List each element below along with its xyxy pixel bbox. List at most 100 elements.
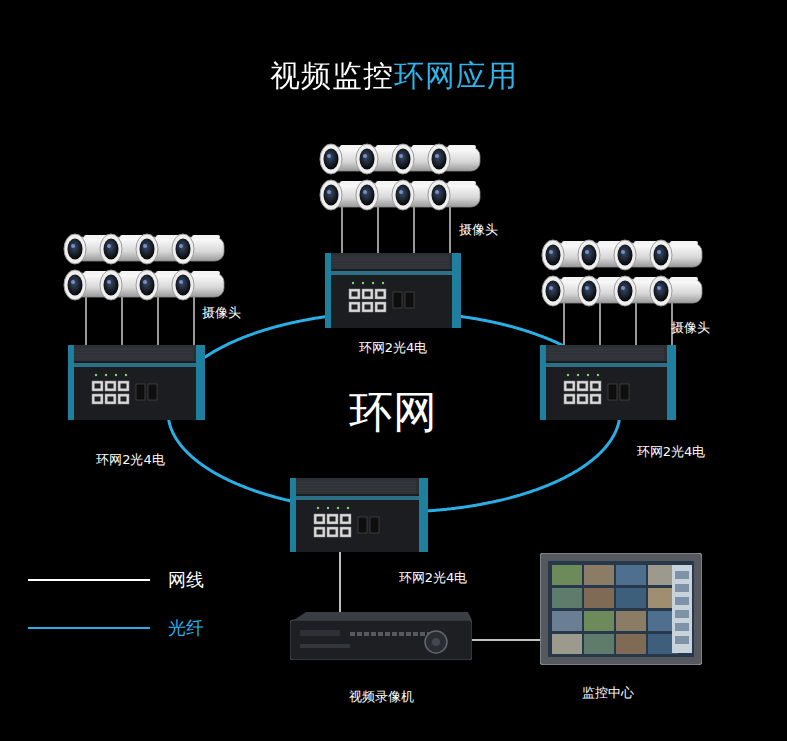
camera-lens — [546, 245, 561, 266]
camera-sunshade — [448, 181, 476, 185]
switch-face — [325, 253, 461, 328]
rj45-port — [105, 394, 116, 404]
ring-switch: 环网2光4电 — [540, 345, 676, 420]
camera — [650, 240, 702, 270]
camera-sunshade — [448, 145, 476, 149]
rj45-port — [92, 381, 103, 391]
monitor-tile — [616, 588, 646, 608]
fiber-port — [370, 517, 379, 533]
rj45-port — [314, 514, 325, 524]
camera-lens — [176, 275, 191, 296]
camera-hood — [428, 180, 450, 210]
rj45-port-hole — [352, 305, 358, 310]
switch-side — [325, 253, 331, 328]
switch-top — [540, 345, 676, 361]
switch-fin — [329, 265, 449, 266]
led — [125, 374, 127, 376]
camera-hood — [578, 276, 600, 306]
rj45-port — [118, 381, 129, 391]
fiber-port — [358, 517, 367, 533]
camera-label: 摄像头 — [459, 222, 498, 238]
camera-glint — [435, 154, 439, 158]
cable-link — [339, 552, 341, 612]
switch-fin — [544, 348, 664, 349]
nvr-button — [357, 632, 362, 636]
rj45-port-hole — [365, 305, 371, 310]
switch-fin — [294, 482, 416, 483]
camera — [428, 144, 480, 174]
led — [577, 374, 579, 376]
camera-lens — [396, 185, 411, 206]
monitor-sidebar-item — [675, 623, 689, 631]
rj45-port-hole — [121, 397, 127, 402]
led — [587, 374, 589, 376]
camera-hood — [100, 270, 122, 300]
camera-wire — [635, 298, 636, 347]
camera-glint — [549, 286, 553, 290]
monitor-tile — [584, 565, 614, 585]
ring-switch: 环网2光4电 — [68, 345, 205, 420]
switch-fin — [329, 260, 449, 261]
camera-glint — [143, 280, 147, 284]
camera-lens — [582, 281, 597, 302]
rj45-port-hole — [95, 397, 101, 402]
rj45-port — [105, 381, 116, 391]
nvr-button — [406, 632, 411, 636]
device-label: 环网2光4电 — [399, 570, 468, 586]
camera-lens — [432, 185, 447, 206]
switch-fin — [329, 263, 449, 264]
rj45-port-hole — [365, 292, 371, 297]
camera-wire — [193, 292, 194, 347]
monitor-tile — [552, 611, 582, 631]
rj45-port-hole — [330, 517, 336, 522]
camera-lens — [176, 239, 191, 260]
monitor-sidebar-item — [675, 610, 689, 618]
switch-fin — [294, 484, 416, 485]
nvr-button — [364, 632, 369, 636]
switch-fin — [544, 352, 664, 353]
camera-glint — [399, 154, 403, 158]
nvr-button — [399, 632, 404, 636]
switch-graphic — [540, 345, 676, 420]
nvr-button — [350, 632, 355, 636]
rj45-port — [564, 394, 575, 404]
camera-wire — [563, 298, 564, 347]
switch-stripe — [74, 363, 196, 367]
fiber-port — [136, 384, 145, 400]
switch-fin — [72, 348, 193, 349]
camera-lens — [324, 149, 339, 170]
rj45-port — [577, 381, 588, 391]
switch-fin — [294, 490, 416, 491]
switch-face — [540, 345, 676, 420]
fiber-port — [405, 292, 414, 308]
monitor-tile — [616, 634, 646, 654]
nvr-top — [294, 612, 472, 620]
legend-text: 网线 — [168, 568, 204, 592]
camera-glint — [327, 154, 331, 158]
camera-wire — [157, 292, 158, 347]
camera-hood — [650, 240, 672, 270]
device-label: 环网2光4电 — [359, 340, 428, 356]
camera-glint — [71, 280, 75, 284]
nvr-button — [392, 632, 397, 636]
switch-fin — [544, 349, 664, 350]
fiber-port — [620, 384, 629, 400]
switch-fin — [544, 357, 664, 358]
switch-face — [68, 345, 205, 420]
camera-lens — [618, 281, 633, 302]
camera-lens — [582, 245, 597, 266]
fiber-link — [205, 317, 324, 357]
camera-sunshade — [670, 241, 698, 245]
switch-top — [290, 478, 428, 494]
led — [347, 507, 349, 509]
rj45-port-hole — [108, 397, 114, 402]
ring-switch: 环网2光4电 — [325, 253, 461, 328]
camera-lens — [68, 275, 83, 296]
camera-hood — [650, 276, 672, 306]
switch-fin — [544, 358, 664, 359]
switch-stripe — [331, 271, 452, 275]
switch-stripe — [546, 363, 667, 367]
switch-fin — [72, 358, 193, 359]
rj45-port — [362, 289, 373, 299]
camera-lens — [360, 149, 375, 170]
